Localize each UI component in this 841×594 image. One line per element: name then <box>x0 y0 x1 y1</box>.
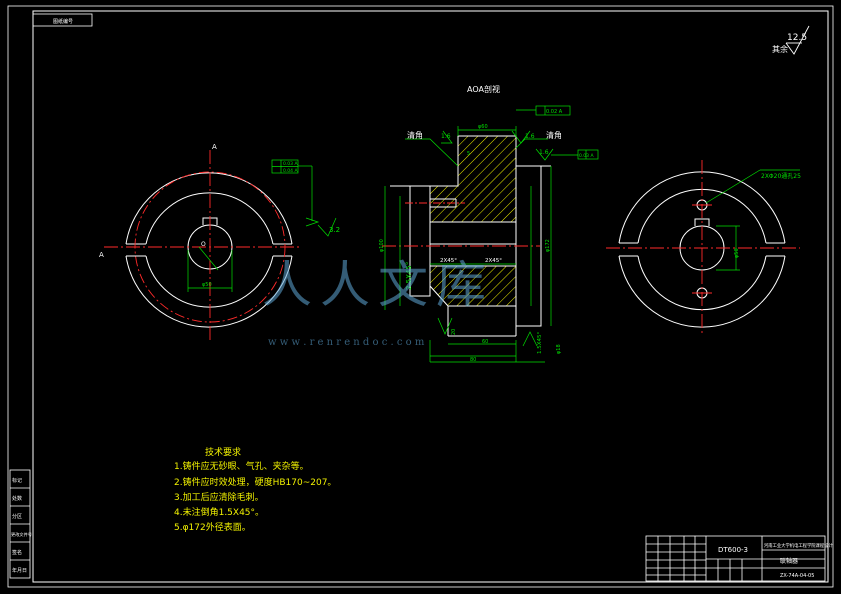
watermark-text: 人人文库 <box>262 256 494 314</box>
section-dim-bottom-2: 60 <box>482 339 488 345</box>
left-label-a: A <box>212 143 217 151</box>
drawing-frame <box>7 5 834 588</box>
revision-strip <box>9 469 31 579</box>
section-dim-right: φ172 <box>545 239 551 252</box>
left-roughness: 3.2 <box>329 226 340 234</box>
title-block <box>645 535 826 582</box>
revision-label: 分区 <box>12 513 22 520</box>
section-view: 清角 清角 φ60 0.02 A 1.6 1.6 1.6 0.03 A 5 2X… <box>379 105 599 363</box>
section-note-clear-right: 清角 <box>546 130 562 140</box>
tech-item: 4.未注倒角1.5X45°。 <box>174 506 264 518</box>
section-dim-right-low: φ18 <box>556 344 562 354</box>
section-rough-2: 1.6 <box>525 133 535 140</box>
right-holes-note: 2XΦ20通孔25 <box>761 172 801 180</box>
right-end-view: 2XΦ20通孔25 φ50 <box>606 160 801 336</box>
section-dim-bottom-3: 80 <box>470 357 476 363</box>
section-view-label: AOA剖视 <box>467 84 500 94</box>
section-gdt-right: 0.03 A <box>579 153 594 159</box>
section-rough-1: 1.6 <box>441 133 451 140</box>
section-chamfer-1: 2X45° <box>440 258 457 264</box>
section-dim-bottom-1: 20 <box>451 329 457 335</box>
revision-label: 处数 <box>12 495 22 502</box>
tech-requirements: 技术要求 1.铸件应无砂眼、气孔、夹杂等。 2.铸件应时效处理，硬度HB170~… <box>174 446 336 533</box>
revision-label: 标记 <box>12 477 22 484</box>
tech-item: 5.φ172外径表面。 <box>174 521 251 533</box>
section-chamfer-3: 2.5X45° <box>405 262 413 290</box>
school-name: 河南工业大学机电工程学院课程设计 <box>764 542 833 549</box>
roughness-general-label: 其余 <box>772 44 788 54</box>
corner-tag: 图纸编号 <box>53 18 73 25</box>
section-dim-left: φ100 <box>379 239 385 252</box>
revision-labels: 标记 处数 分区 更改文件号 签名 年月日 <box>11 477 32 574</box>
section-rough-3: 1.6 <box>539 149 549 156</box>
left-end-view: A A O φ50 0.03 A 0.04 A 3.2 <box>99 143 340 340</box>
left-center-o: O <box>201 241 206 248</box>
revision-label: 更改文件号 <box>11 531 32 538</box>
tech-item: 3.加工后应清除毛刺。 <box>174 491 264 503</box>
section-chamfer-4: 1.5X45° <box>537 331 543 354</box>
revision-label: 签名 <box>12 549 22 556</box>
watermark: 人人文库 w w w . r e n r e n d o c . c o m <box>262 256 494 348</box>
roughness-general-value: 12.5 <box>787 33 807 43</box>
section-dim-top: φ60 <box>478 124 488 130</box>
drawing-number: ZX-74A-04-05 <box>780 573 814 579</box>
watermark-url: w w w . r e n r e n d o c . c o m <box>268 337 425 348</box>
part-name: 联轴器 <box>780 557 798 565</box>
tech-item: 1.铸件应无砂眼、气孔、夹杂等。 <box>174 460 309 472</box>
left-tolerance-1: 0.03 A <box>283 161 298 167</box>
left-tolerance-2: 0.04 A <box>283 168 298 174</box>
section-note-clear-left: 清角 <box>407 130 423 140</box>
left-dim-bottom: φ50 <box>202 282 212 288</box>
revision-label: 年月日 <box>12 567 27 574</box>
section-small-dim: 5 <box>467 151 470 157</box>
drawing-code: DT600-3 <box>718 546 748 554</box>
tech-item: 2.铸件应时效处理，硬度HB170~207。 <box>174 476 336 488</box>
section-chamfer-2: 2X45° <box>485 258 502 264</box>
roughness-symbol-general <box>785 25 810 55</box>
tech-title: 技术要求 <box>205 446 241 458</box>
section-flatness: 0.02 A <box>546 109 563 115</box>
left-arrow-a: A <box>99 251 104 259</box>
right-dim-vertical: φ50 <box>734 248 740 258</box>
